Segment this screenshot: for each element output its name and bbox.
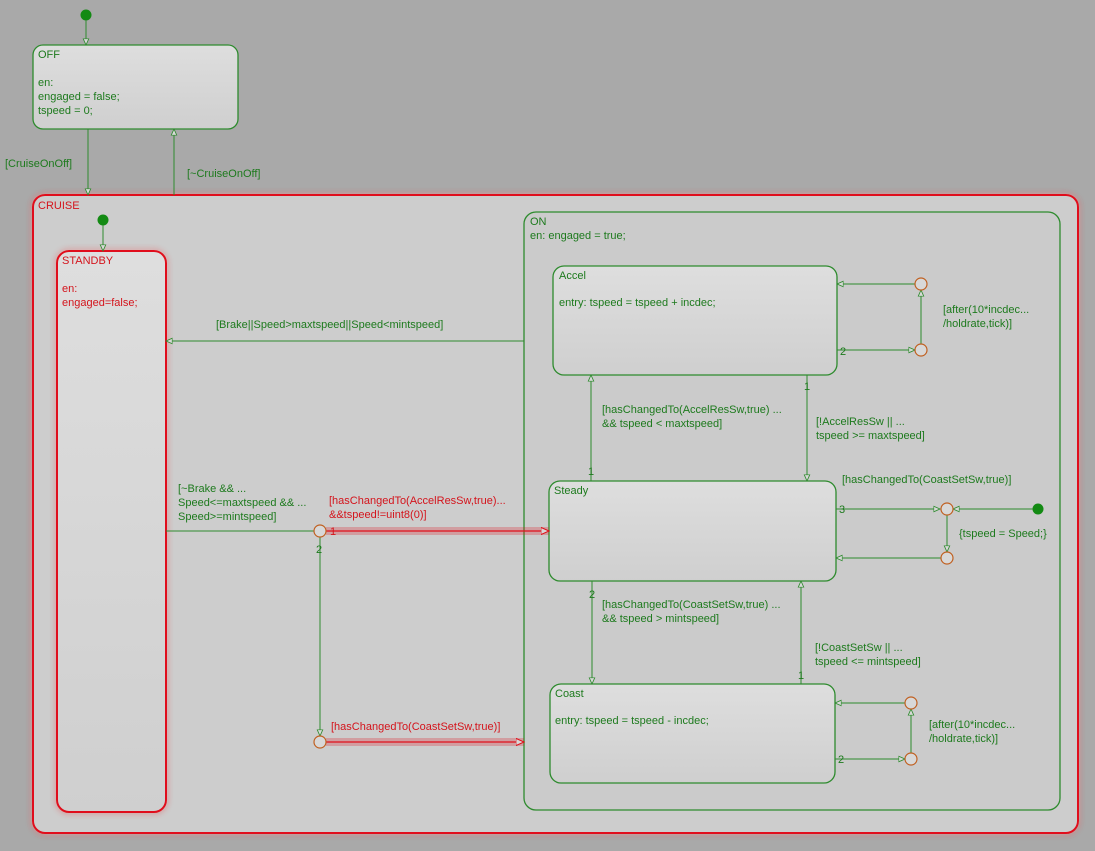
on-state-action: en: engaged = true; [530, 230, 626, 242]
steady-state[interactable] [548, 480, 837, 582]
off-state[interactable] [32, 44, 239, 130]
label-coast-to-steady-1: [!CoastSetSw || ... [815, 642, 903, 654]
priority-junction-first: 1 [330, 526, 336, 538]
priority-accel-loop: 2 [840, 346, 846, 358]
accel-loop-junction-top[interactable] [914, 277, 928, 291]
label-standby-exit-1: [~Brake && ... [178, 483, 246, 495]
label-coast-loop-1: [after(10*incdec... [929, 719, 1015, 731]
standby-state-name: STANDBY [62, 255, 114, 267]
priority-steady-to-coast: 2 [589, 589, 595, 601]
default-transition-dot-cruise [97, 214, 109, 226]
off-state-name: OFF [38, 49, 60, 61]
standby-state-line-2: engaged=false; [62, 297, 138, 309]
standby-state[interactable] [56, 250, 167, 813]
steady-loop-junction-bottom[interactable] [940, 551, 954, 565]
priority-coast-loop: 2 [838, 754, 844, 766]
accel-state-name: Accel [559, 270, 586, 282]
label-standby-exit-2: Speed<=maxtspeed && ... [178, 497, 306, 509]
label-cruise-to-off: [~CruiseOnOff] [187, 168, 260, 180]
label-coast-to-steady-2: tspeed <= mintspeed] [815, 656, 921, 668]
off-state-line-1: en: [38, 77, 53, 89]
priority-junction-second: 2 [316, 544, 322, 556]
priority-steady-to-accel: 1 [588, 466, 594, 478]
accel-state-action: entry: tspeed = tspeed + incdec; [559, 297, 716, 309]
label-steady-to-coast-1: [hasChangedTo(CoastSetSw,true) ... [602, 599, 781, 611]
junction-lower[interactable] [313, 735, 327, 749]
on-state-name: ON [530, 216, 547, 228]
label-on-to-standby: [Brake||Speed>maxtspeed||Speed<mintspeed… [216, 319, 443, 331]
label-off-to-cruise: [CruiseOnOff] [5, 158, 72, 170]
label-steady-loop-action: {tspeed = Speed;} [959, 528, 1047, 540]
label-coast-loop-2: /holdrate,tick)] [929, 733, 998, 745]
priority-coast-to-steady: 1 [798, 670, 804, 682]
steady-state-name: Steady [554, 485, 589, 497]
coast-state-action: entry: tspeed = tspeed - incdec; [555, 715, 709, 727]
label-junction-to-steady-2: &&tspeed!=uint8(0)] [329, 509, 427, 521]
label-steady-to-accel-2: && tspeed < maxtspeed] [602, 418, 722, 430]
standby-state-line-1: en: [62, 283, 77, 295]
label-junction-to-coast: [hasChangedTo(CoastSetSw,true)] [331, 721, 500, 733]
accel-state[interactable] [552, 265, 838, 376]
default-transition-dot-steady [1032, 503, 1044, 515]
priority-accel-exit: 1 [804, 381, 810, 393]
off-state-line-3: tspeed = 0; [38, 105, 93, 117]
steady-loop-junction-top[interactable] [940, 502, 954, 516]
coast-state[interactable] [549, 683, 836, 784]
coast-loop-junction-top[interactable] [904, 696, 918, 710]
label-steady-to-accel-1: [hasChangedTo(AccelResSw,true) ... [602, 404, 782, 416]
label-steady-to-coast-2: && tspeed > mintspeed] [602, 613, 719, 625]
label-accel-to-steady-2: tspeed >= maxtspeed] [816, 430, 925, 442]
junction-upper[interactable] [313, 524, 327, 538]
label-accel-loop-2: /holdrate,tick)] [943, 318, 1012, 330]
accel-loop-junction-bottom[interactable] [914, 343, 928, 357]
label-steady-loop-guard: [hasChangedTo(CoastSetSw,true)] [842, 474, 1011, 486]
coast-state-name: Coast [555, 688, 584, 700]
label-junction-to-steady-1: [hasChangedTo(AccelResSw,true)... [329, 495, 506, 507]
cruise-state-name: CRUISE [38, 200, 80, 212]
off-state-line-2: engaged = false; [38, 91, 120, 103]
label-standby-exit-3: Speed>=mintspeed] [178, 511, 276, 523]
label-accel-to-steady-1: [!AccelResSw || ... [816, 416, 905, 428]
priority-steady-loop: 3 [839, 504, 845, 516]
label-accel-loop-1: [after(10*incdec... [943, 304, 1029, 316]
coast-loop-junction-bottom[interactable] [904, 752, 918, 766]
default-transition-dot-top [80, 9, 92, 21]
